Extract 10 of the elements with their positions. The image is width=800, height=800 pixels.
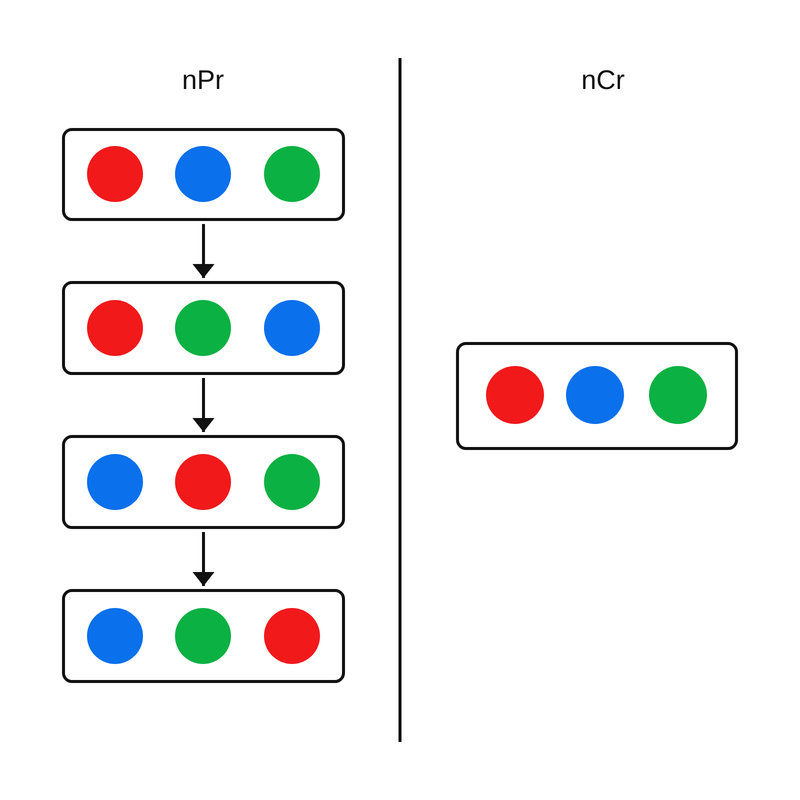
column-heading: nPr — [182, 67, 224, 94]
arrangement-box — [62, 281, 345, 375]
arrangement-box — [62, 435, 345, 529]
arrow — [192, 224, 214, 278]
column-heading: nCr — [581, 67, 625, 94]
arrangement-box — [62, 589, 345, 683]
arrow — [192, 378, 214, 432]
arrangement-box — [62, 128, 345, 221]
arrangement-box — [456, 342, 738, 450]
arrow — [192, 532, 214, 586]
